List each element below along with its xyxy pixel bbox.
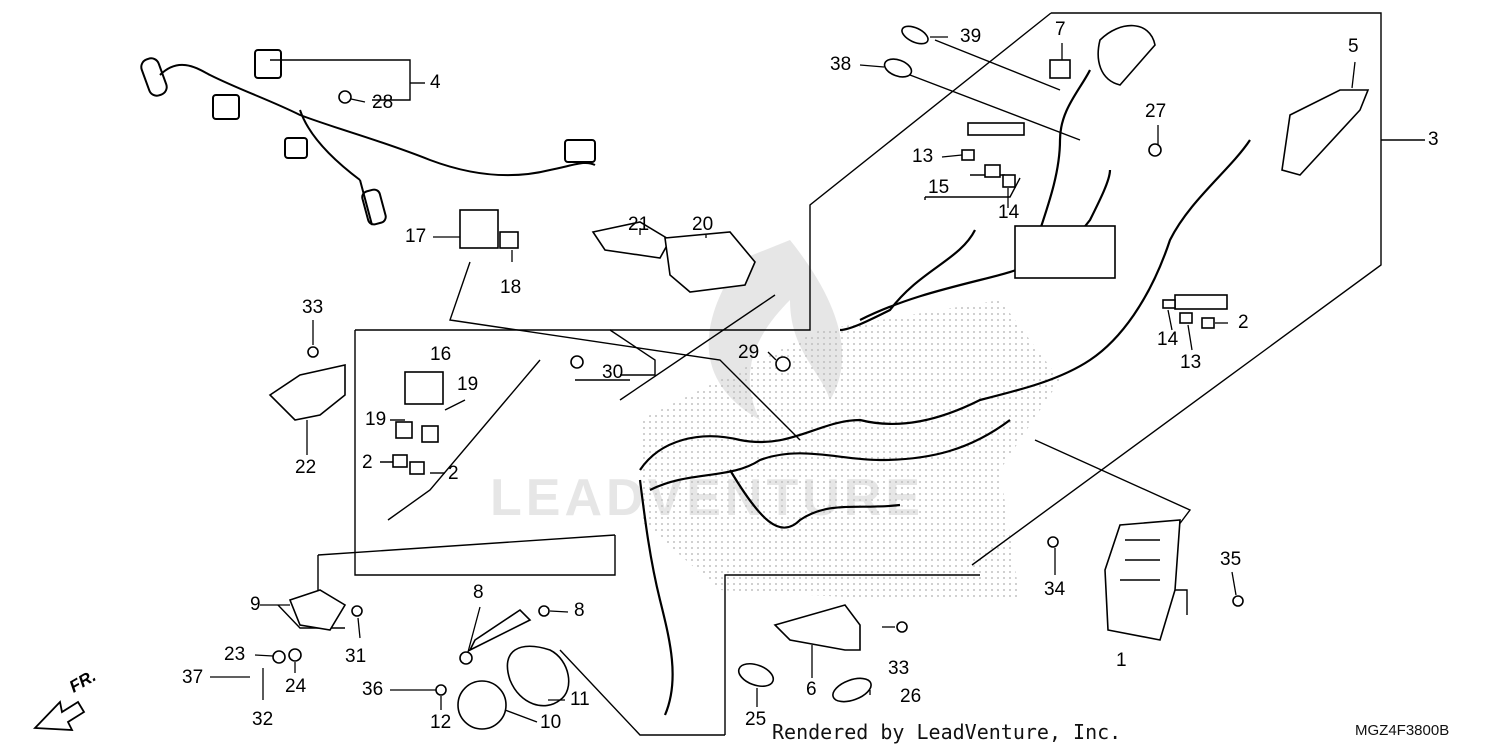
callout-10: 10	[540, 712, 562, 733]
callout-6: 6	[806, 679, 817, 700]
callout-38: 38	[830, 54, 852, 75]
callout-19: 19	[457, 374, 479, 395]
callout-28: 28	[372, 92, 394, 113]
part-20-cover	[664, 231, 756, 293]
callout-23: 23	[224, 644, 246, 665]
callout-4: 4	[430, 72, 441, 93]
callout-21: 21	[628, 214, 650, 235]
callout-12: 12	[430, 712, 452, 733]
part-21-cover	[591, 221, 672, 259]
callout-14: 14	[1157, 329, 1179, 350]
front-arrow-icon	[32, 700, 86, 731]
callout-14: 14	[998, 202, 1020, 223]
ecu-connector	[1014, 225, 1116, 279]
callout-16: 16	[430, 344, 452, 365]
callout-36: 36	[362, 679, 384, 700]
callout-26: 26	[900, 686, 922, 707]
callout-39: 39	[960, 26, 982, 47]
callout-25: 25	[745, 709, 767, 730]
sub-harness-4	[140, 49, 596, 226]
callout-2: 2	[1238, 312, 1249, 333]
callout-30: 30	[602, 362, 624, 383]
callout-15: 15	[928, 177, 950, 198]
callout-7: 7	[1055, 19, 1066, 40]
render-credit: Rendered by LeadVenture, Inc.	[772, 720, 1122, 744]
callout-33: 33	[888, 658, 910, 679]
callout-22: 22	[295, 457, 317, 478]
callout-11: 11	[570, 689, 590, 710]
callout-19: 19	[365, 409, 387, 430]
callout-13: 13	[1180, 352, 1202, 373]
callout-34: 34	[1044, 579, 1066, 600]
main-wire-harness	[638, 69, 1251, 716]
part-5-boot	[1281, 89, 1370, 176]
callout-13: 13	[912, 146, 934, 167]
callout-3: 3	[1428, 129, 1439, 150]
callout-1: 1	[1116, 650, 1127, 671]
part-22-bracket	[268, 364, 346, 421]
part-6-bracket	[773, 604, 861, 651]
part-9-bracket	[288, 589, 347, 631]
callout-35: 35	[1220, 549, 1242, 570]
callout-8: 8	[473, 582, 484, 603]
callout-37: 37	[182, 667, 204, 688]
callout-18: 18	[500, 277, 522, 298]
callout-31: 31	[345, 646, 367, 667]
part-11-horn	[506, 645, 570, 707]
callout-17: 17	[405, 226, 427, 247]
callout-8: 8	[574, 600, 585, 621]
callout-9: 9	[250, 594, 261, 615]
part-17-relay	[459, 209, 499, 249]
callout-20: 20	[692, 214, 714, 235]
part-16-relay	[404, 371, 444, 405]
callout-24: 24	[285, 676, 307, 697]
part-10-horn	[457, 680, 507, 730]
part-7	[1049, 59, 1071, 79]
callout-33: 33	[302, 297, 324, 318]
callout-2: 2	[448, 463, 459, 484]
callout-2: 2	[362, 452, 373, 473]
diagram-code: MGZ4F3800B	[1355, 722, 1450, 739]
callout-32: 32	[252, 709, 274, 730]
callout-5: 5	[1348, 36, 1359, 57]
callout-29: 29	[738, 342, 760, 363]
callout-27: 27	[1145, 101, 1167, 122]
